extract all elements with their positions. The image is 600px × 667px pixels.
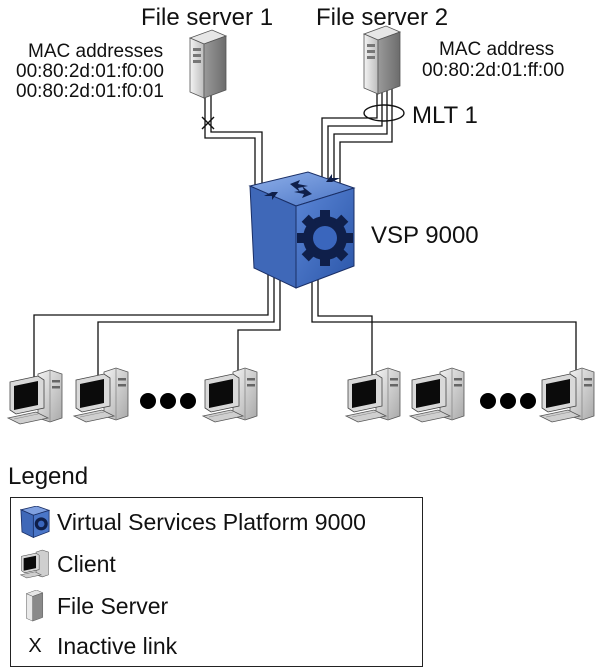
file-server-1-mac-2: 00:80:2d:01:f0:01 [16,81,164,102]
legend-item-inactive-link: X Inactive link [11,630,177,662]
legend-label-vsp: Virtual Services Platform 9000 [57,508,366,535]
switch-label: VSP 9000 [371,222,479,249]
legend-item-vsp: Virtual Services Platform 9000 [11,506,366,538]
client-pc-icon[interactable] [202,367,258,423]
mlt-label: MLT 1 [412,102,478,129]
client-pc-icon[interactable] [409,367,465,423]
file-server-1-mac-label: MAC addresses [28,41,164,62]
file-server-1-mac-1: 00:80:2d:01:f0:00 [16,61,164,82]
network-links [33,88,577,380]
file-server-1-icon[interactable] [189,29,227,99]
vsp-switch-icon[interactable] [249,171,355,289]
file-server-2-icon[interactable] [363,25,401,95]
file-server-2-mac-label: MAC address [439,39,555,60]
inactive-link-x-icon: X [19,630,51,662]
file-server-1-title: File server 1 [141,4,274,31]
inactive-link-symbol: X [28,634,42,657]
file-server-2-title: File server 2 [316,4,449,31]
legend-label-file-server: File Server [57,592,169,619]
file-server-2-mac-1: 00:80:2d:01:ff:00 [422,60,565,81]
client-pc-icon[interactable] [345,367,401,423]
mlt-ellipse [363,104,405,122]
client-pc-icon[interactable] [73,367,129,423]
legend-label-inactive-link: Inactive link [57,632,178,659]
file-server-icon [19,590,51,622]
vsp-switch-icon [19,506,51,538]
legend-item-file-server: File Server [11,590,168,622]
legend-item-client: Client [11,548,116,580]
legend-title: Legend [8,463,89,490]
legend-label-client: Client [57,550,116,577]
client-pc-icon[interactable] [539,367,595,423]
legend-box: Virtual Services Platform 9000 Client Fi… [10,497,423,667]
ellipsis-dots [140,393,536,409]
client-pc-icon[interactable] [7,369,63,425]
client-pc-icon [19,548,51,580]
inactive-link-x-icon [201,116,215,130]
